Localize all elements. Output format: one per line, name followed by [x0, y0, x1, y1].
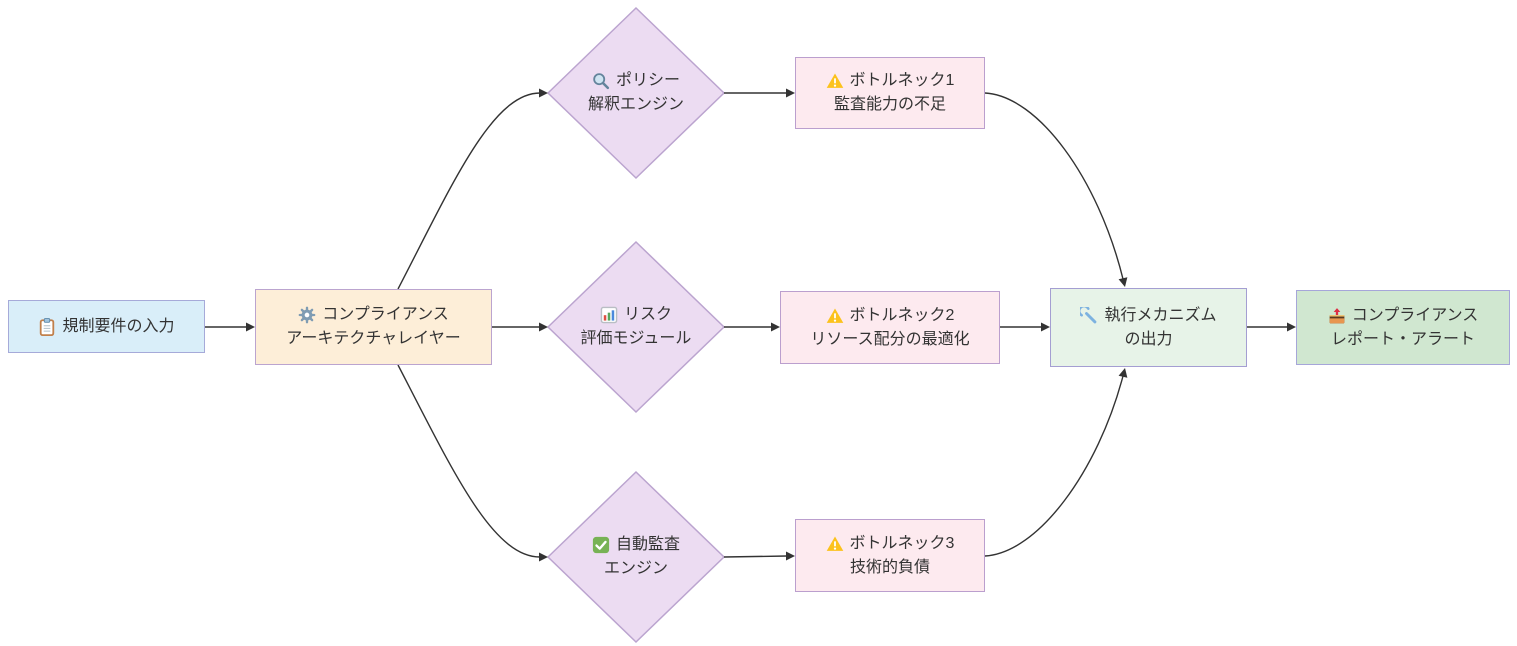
node-label: コンプライアンス: [1351, 306, 1479, 324]
node-label: 規制要件の入力: [62, 317, 175, 335]
node-label: 技術的負債: [849, 558, 930, 576]
node-regulatory-input: 規制要件の入力: [8, 300, 205, 353]
warning-icon: [826, 72, 844, 90]
node-bottleneck3: ボトルネック3 技術的負債: [795, 519, 985, 592]
node-bottleneck2: ボトルネック2 リソース配分の最適化: [780, 291, 1000, 364]
outbox-icon: [1328, 307, 1346, 325]
node-label: 解釈エンジン: [587, 96, 684, 113]
node-label: アーキテクチャレイヤー: [286, 330, 461, 347]
warning-icon: [826, 535, 844, 553]
node-risk-module: リスク 評価モジュール: [548, 242, 724, 412]
edge-arrowheads: [246, 88, 1296, 562]
node-compliance-architecture: コンプライアンス アーキテクチャレイヤー: [255, 289, 492, 365]
node-label: ボトルネック2: [849, 306, 955, 324]
warning-icon: [826, 307, 844, 325]
check-icon: [592, 536, 610, 554]
node-auto-audit-engine: 自動監査 エンジン: [548, 472, 724, 642]
node-label: ポリシー: [615, 72, 680, 89]
node-label: 評価モジュール: [580, 330, 692, 347]
gear-icon: [298, 306, 316, 324]
node-enforcement-output: 執行メカニズム の出力: [1050, 288, 1247, 367]
node-label: の出力: [1124, 330, 1173, 348]
node-label: 監査能力の不足: [833, 96, 946, 113]
bar-chart-icon: [600, 306, 618, 324]
edge-bottleneck1-enforcement: [984, 92, 1124, 280]
node-label: レポート・アラート: [1330, 330, 1475, 348]
edge-audit-bottleneck3: [723, 555, 788, 558]
node-policy-engine: ポリシー 解釈エンジン: [548, 8, 724, 178]
node-label: エンジン: [603, 560, 668, 577]
node-label: 執行メカニズム: [1104, 306, 1217, 324]
node-bottleneck1: ボトルネック1 監査能力の不足: [795, 57, 985, 129]
magnifier-icon: [592, 72, 610, 90]
node-label: リソース配分の最適化: [810, 330, 970, 348]
edge-architecture-audit: [397, 364, 541, 558]
clipboard-icon: [38, 317, 56, 336]
node-label: ボトルネック1: [849, 72, 955, 89]
node-label: ボトルネック3: [849, 534, 955, 552]
node-label: 自動監査: [615, 536, 680, 553]
node-label: コンプライアンス: [322, 306, 449, 323]
edge-bottleneck3-enforcement: [984, 375, 1124, 557]
edge-lines: [205, 92, 1288, 558]
node-compliance-report: コンプライアンス レポート・アラート: [1296, 290, 1510, 365]
edge-architecture-policy: [397, 92, 541, 290]
wrench-icon: [1080, 306, 1098, 325]
node-label: リスク: [623, 306, 672, 323]
